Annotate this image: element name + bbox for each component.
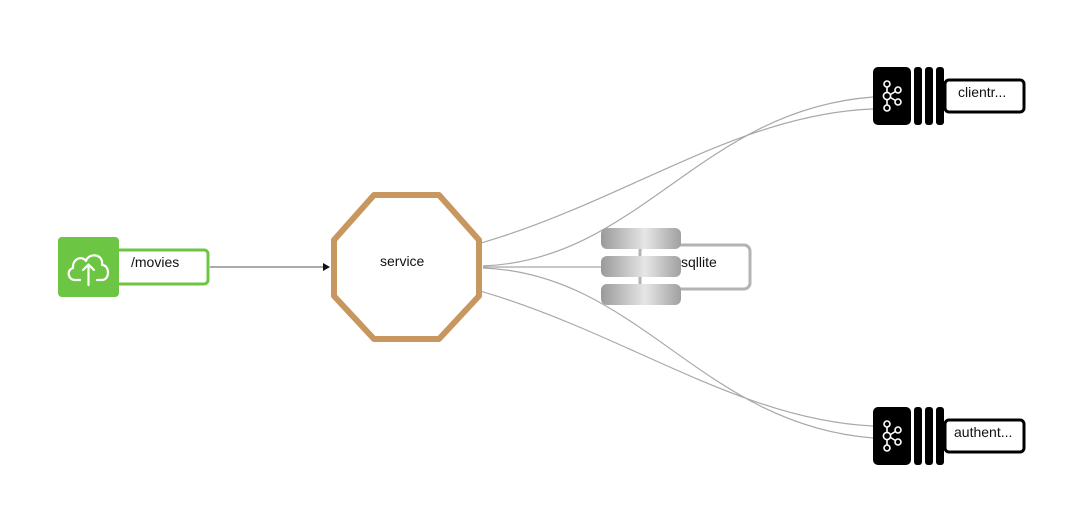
topic-node-authent[interactable]: authent... [873, 407, 1026, 465]
database-icon [601, 228, 681, 305]
database-node-label: sqllite [681, 254, 717, 270]
topic-node-frame [943, 78, 1026, 114]
topic-stripe [936, 407, 944, 465]
service-node-label: service [380, 253, 425, 269]
topic-stripe [914, 407, 922, 465]
api-node-movies[interactable]: /movies [58, 237, 210, 297]
edge-service-clientr-1[interactable] [482, 96, 874, 267]
api-node-label: /movies [131, 254, 179, 270]
topic-node-label: clientr... [958, 84, 1006, 100]
topic-node-clientr[interactable]: clientr... [873, 67, 1026, 125]
edge-service-authent-1[interactable] [482, 267, 874, 439]
service-node[interactable]: service [331, 192, 482, 342]
service-octagon [331, 192, 482, 342]
cloud-upload-icon [67, 254, 110, 287]
database-node-sqllite[interactable]: sqllite [601, 228, 752, 305]
topic-node-frame [943, 418, 1026, 454]
topic-node-label: authent... [954, 424, 1012, 440]
arrowhead-icon [323, 263, 330, 271]
edges [210, 96, 874, 439]
kafka-icon [882, 80, 902, 112]
topic-icon-box [873, 67, 911, 125]
topic-stripe [914, 67, 922, 125]
topic-stripe [925, 407, 933, 465]
topic-stripe [936, 67, 944, 125]
kafka-icon [882, 420, 902, 452]
topic-icon-box [873, 407, 911, 465]
topic-stripe [925, 67, 933, 125]
